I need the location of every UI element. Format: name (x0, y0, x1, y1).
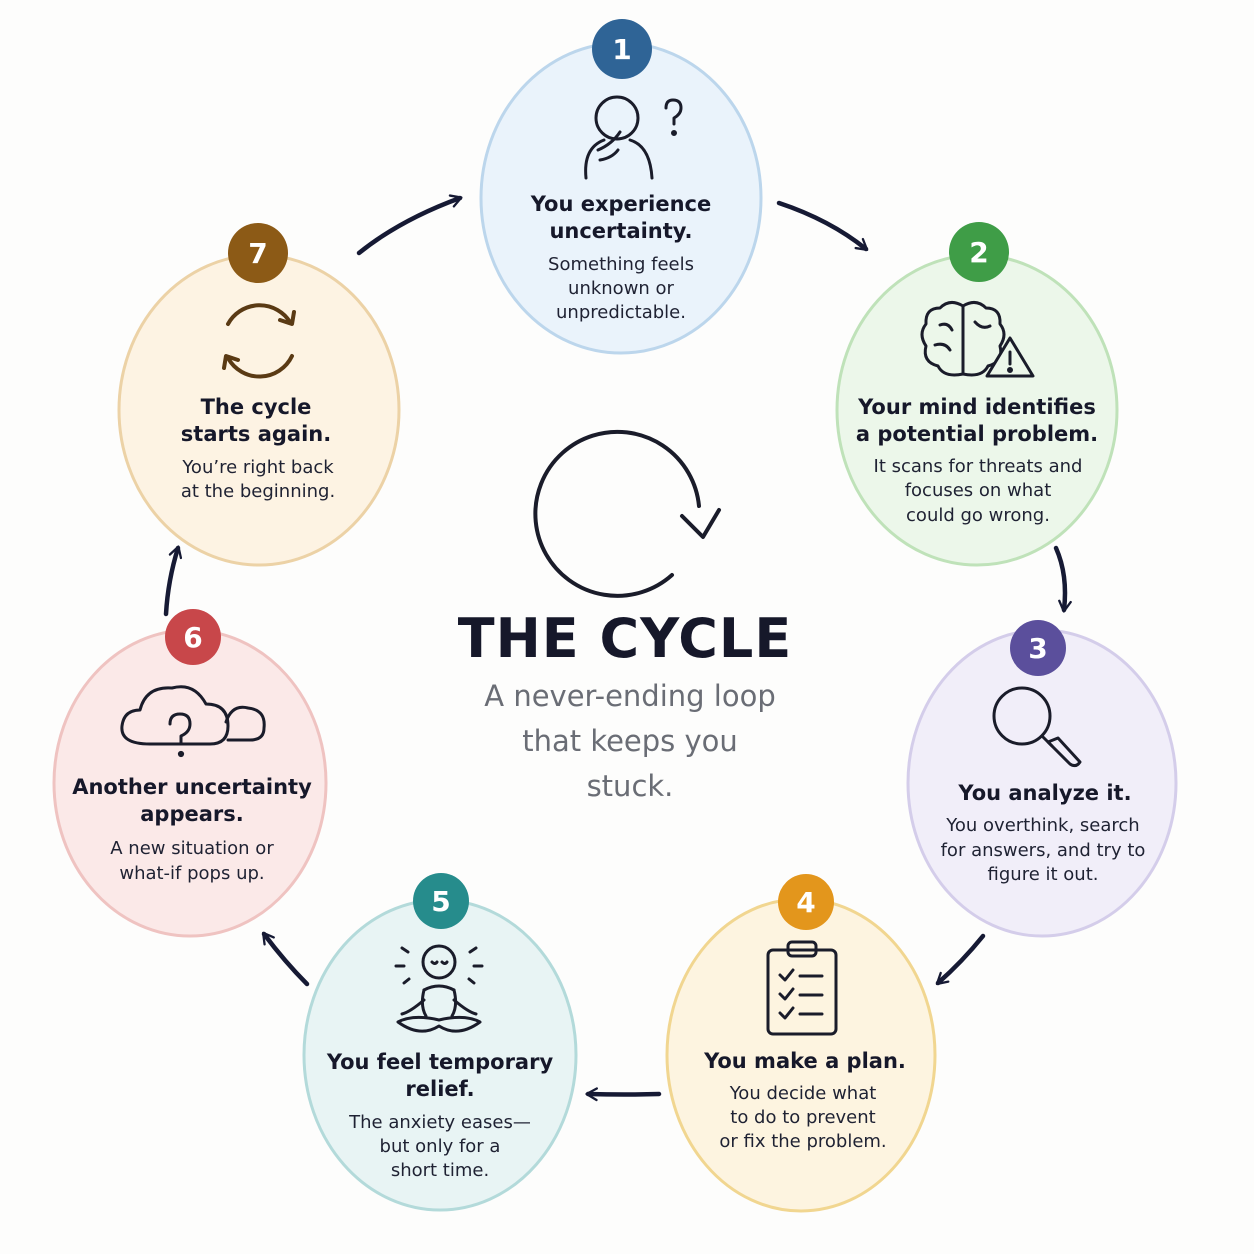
arrow-1-to-2 (776, 200, 869, 252)
clouds-question-icon (120, 685, 266, 758)
arrow-2-to-3 (1053, 545, 1072, 613)
step-5-title-line-2: relief. (405, 1077, 474, 1101)
clipboard-checklist-icon (766, 940, 838, 1036)
arrow-6-to-7 (163, 545, 183, 617)
step-1-badge (592, 19, 652, 79)
step-3-desc-line-1: You overthink, search (945, 815, 1139, 836)
step-3-title-line-1: You analyze it. (957, 781, 1131, 805)
step-6-title-line-1: Another uncertainty (72, 775, 312, 799)
step-2-title-line-1: Your mind identifies (857, 395, 1096, 419)
cycle-arrows (163, 194, 1072, 1102)
diagram-title: THE CYCLE (458, 607, 792, 670)
step-1-title-line-2: uncertainty. (549, 219, 692, 243)
step-1-node: 1 You experience uncertainty. Something … (479, 19, 763, 355)
step-3-node: 3 You analyze it. You overthink, search … (906, 620, 1178, 938)
arrow-4-to-5 (585, 1087, 662, 1102)
arrow-5-to-6 (261, 931, 310, 987)
step-7-node: 7 The cycle starts again. You’re right b… (117, 223, 401, 567)
step-4-desc-line-1: You decide what (729, 1083, 877, 1104)
center-block: THE CYCLE A never-ending loop that keeps… (458, 429, 792, 803)
step-6-title-line-2: appears. (140, 802, 243, 826)
step-5-title-line-1: You feel temporary (326, 1050, 554, 1074)
step-4-node: 4 You make a plan. You decide what to do… (665, 874, 937, 1213)
step-6-desc-line-1: A new situation or (110, 838, 274, 859)
step-1-title-line-1: You experience (530, 192, 711, 216)
step-5-desc-line-2: but only for a (380, 1136, 501, 1157)
step-4-badge (778, 874, 834, 930)
step-4-title-line-1: You make a plan. (703, 1049, 906, 1073)
thinking-person-icon (584, 95, 683, 180)
step-5-badge (413, 873, 469, 929)
step-5-number: 5 (431, 885, 450, 918)
step-1-desc-line-1: Something feels (548, 254, 694, 275)
magnifier-icon (992, 686, 1082, 768)
step-6-node: 6 Another uncertainty appears. A new sit… (52, 609, 328, 938)
step-7-title-line-1: The cycle (201, 395, 312, 419)
step-7-number: 7 (248, 237, 267, 270)
step-6-number: 6 (183, 621, 202, 654)
step-7-title-line-2: starts again. (181, 422, 331, 446)
step-2-node: 2 Your mind identifies a potential probl… (835, 222, 1119, 567)
step-5-node: 5 You feel temporary relief. The anxiety… (302, 873, 578, 1212)
step-1-number: 1 (612, 33, 631, 66)
step-6-desc-line-2: what-if pops up. (119, 863, 264, 884)
step-6-badge (165, 609, 221, 665)
step-3-desc-line-3: figure it out. (988, 864, 1099, 885)
step-1-desc-line-3: unpredictable. (556, 302, 686, 323)
step-3-number: 3 (1028, 632, 1047, 665)
brain-warning-icon (920, 301, 1035, 378)
step-4-desc-line-2: to do to prevent (730, 1107, 875, 1128)
arrow-7-to-1 (356, 194, 463, 256)
step-3-desc-line-2: for answers, and try to (941, 840, 1146, 861)
step-7-desc-line-1: You’re right back (181, 457, 334, 478)
step-2-badge (949, 222, 1009, 282)
step-5-desc-line-3: short time. (391, 1160, 489, 1181)
circular-arrow-icon (533, 429, 721, 598)
diagram-subtitle-line-3: stuck. (587, 769, 674, 803)
diagram-subtitle-line-1: A never-ending loop (484, 679, 775, 713)
step-2-title-line-2: a potential problem. (856, 422, 1098, 446)
step-7-badge (228, 223, 288, 283)
arrow-3-to-4 (935, 933, 986, 986)
step-3-badge (1010, 620, 1066, 676)
step-2-number: 2 (969, 236, 988, 269)
step-5-desc-line-1: The anxiety eases— (348, 1112, 531, 1133)
step-2-desc-line-2: focuses on what (905, 480, 1052, 501)
step-1-desc-line-2: unknown or (568, 278, 675, 299)
step-2-desc-line-1: It scans for threats and (874, 456, 1083, 477)
step-7-desc-line-2: at the beginning. (181, 481, 335, 502)
step-2-desc-line-3: could go wrong. (906, 505, 1050, 526)
step-4-desc-line-3: or fix the problem. (719, 1131, 886, 1152)
refresh-cycle-icon (222, 303, 296, 379)
meditating-person-icon (394, 944, 484, 1033)
step-4-number: 4 (796, 886, 815, 919)
diagram-subtitle-line-2: that keeps you (522, 724, 738, 758)
